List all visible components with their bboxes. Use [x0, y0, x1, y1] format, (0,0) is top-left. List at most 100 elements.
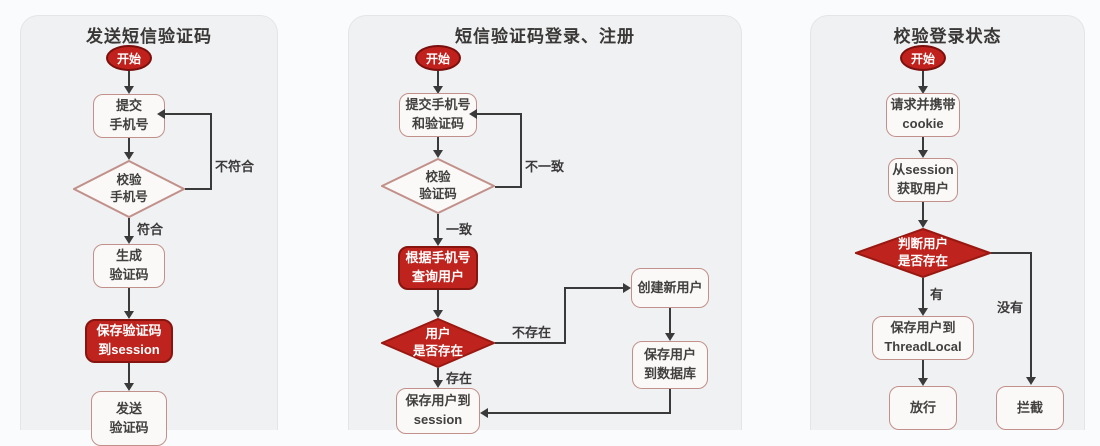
node-create-user: 创建新用户	[631, 268, 709, 308]
flow-title: 校验登录状态	[893, 27, 1002, 46]
flow-title: 发送短信验证码	[86, 27, 212, 46]
connector	[922, 71, 924, 87]
decision-user-exists: 判断用户 是否存在	[855, 228, 991, 278]
connector	[437, 71, 439, 87]
connector	[495, 342, 565, 344]
node-line: 是否存在	[412, 344, 463, 358]
node-line: session	[413, 412, 463, 427]
node-block: 拦截	[996, 386, 1064, 430]
branch-label-no: 没有	[997, 300, 1024, 315]
node-start: 开始	[900, 45, 946, 71]
diamond-shape-icon	[73, 160, 185, 218]
connector	[922, 278, 924, 309]
connector	[922, 137, 924, 151]
node-line: 校验	[116, 172, 142, 187]
arrowhead-down	[918, 150, 928, 158]
connector	[922, 202, 924, 221]
branch-label-notexist: 不存在	[512, 325, 552, 340]
panel-sms-login-register: 短信验证码登录、注册 开始 提交手机号 和验证码 校验 验证码 不一致	[348, 15, 742, 434]
connector	[185, 188, 211, 190]
connector	[991, 252, 1031, 254]
arrowhead-down	[124, 311, 134, 319]
start-label: 开始	[425, 51, 450, 66]
panel-check-login-state: 校验登录状态 开始 请求并携带 cookie 从session 获取用户 判断用…	[810, 15, 1085, 430]
decision-text: 校验 验证码	[381, 158, 495, 214]
node-line: 获取用户	[896, 181, 949, 196]
connector	[437, 368, 439, 381]
node-line: 保存用户到	[890, 320, 956, 336]
connector	[922, 360, 924, 379]
arrowhead-down	[124, 236, 134, 244]
arrowhead-down	[433, 150, 443, 158]
branch-label-exist: 存在	[446, 371, 473, 386]
panel-send-sms-code: 发送短信验证码 开始 提交 手机号 校验 手机号 不符合	[20, 15, 278, 446]
connector	[128, 138, 130, 153]
node-start: 开始	[106, 45, 152, 71]
node-line: cookie	[902, 116, 944, 131]
node-generate-code: 生成 验证码	[93, 244, 165, 288]
connector	[210, 113, 212, 190]
node-send-code: 发送 验证码	[91, 391, 167, 446]
node-save-user-threadlocal: 保存用户到 ThreadLocal	[872, 316, 974, 360]
arrowhead-down	[918, 86, 928, 94]
node-line: 验证码	[419, 187, 457, 201]
node-line: ThreadLocal	[884, 339, 962, 354]
arrowhead-down	[665, 333, 675, 341]
node-pass: 放行	[889, 386, 957, 430]
node-line: 查询用户	[411, 269, 464, 284]
diamond-shape-icon	[855, 228, 991, 278]
node-line: 到session	[98, 342, 160, 357]
connector	[1030, 252, 1032, 378]
start-label: 开始	[116, 51, 141, 66]
node-line: 用户	[425, 326, 451, 341]
node-line: 请求并携带	[890, 97, 956, 113]
node-line: 和验证码	[411, 116, 464, 131]
connector	[128, 363, 130, 384]
diamond-shape-icon	[381, 318, 495, 368]
node-line: 手机号	[109, 117, 149, 132]
diamond-shape-icon	[381, 158, 495, 214]
node-line: 手机号	[110, 190, 148, 204]
arrowhead-down	[124, 152, 134, 160]
node-line: 判断用户	[897, 236, 948, 251]
node-line: 放行	[909, 399, 936, 415]
connector	[477, 113, 522, 115]
node-save-code-session: 保存验证码 到session	[85, 319, 173, 363]
node-line: 校验	[425, 169, 451, 184]
node-line: 生成	[115, 248, 142, 264]
node-submit-phone: 提交 手机号	[93, 94, 165, 138]
decision-user-exists: 用户 是否存在	[381, 318, 495, 368]
connector	[437, 137, 439, 151]
node-line: 从session	[892, 162, 954, 178]
decision-text: 用户 是否存在	[381, 318, 495, 368]
arrowhead-down	[433, 380, 443, 388]
arrowhead-left	[157, 109, 165, 119]
connector	[128, 71, 130, 87]
connector	[128, 218, 130, 237]
arrowhead-down	[918, 378, 928, 386]
decision-text: 校验 手机号	[73, 160, 185, 218]
connector	[669, 389, 671, 414]
node-line: 拦截	[1016, 399, 1043, 415]
node-line: 提交	[115, 98, 142, 114]
node-start: 开始	[415, 45, 461, 71]
node-line: 发送	[115, 400, 142, 416]
arrowhead-right	[623, 283, 631, 293]
branch-label-match: 一致	[446, 222, 473, 237]
branch-label-mismatch: 不符合	[215, 159, 255, 174]
node-query-user-by-phone: 根据手机号 查询用户	[398, 246, 478, 290]
node-line: 到数据库	[643, 366, 696, 381]
node-line: 保存验证码	[96, 323, 162, 339]
connector	[488, 412, 671, 414]
branch-label-match: 符合	[137, 222, 164, 237]
node-line: 根据手机号	[405, 250, 471, 266]
arrowhead-down	[124, 86, 134, 94]
node-line: 验证码	[109, 419, 149, 435]
node-line: 提交手机号	[405, 97, 471, 113]
connector	[165, 113, 211, 115]
flowchart-canvas: 发送短信验证码 开始 提交 手机号 校验 手机号 不符合	[20, 15, 1085, 446]
arrowhead-down	[124, 383, 134, 391]
decision-text: 判断用户 是否存在	[855, 228, 991, 278]
node-line: 保存用户	[643, 347, 696, 363]
connector	[128, 288, 130, 312]
